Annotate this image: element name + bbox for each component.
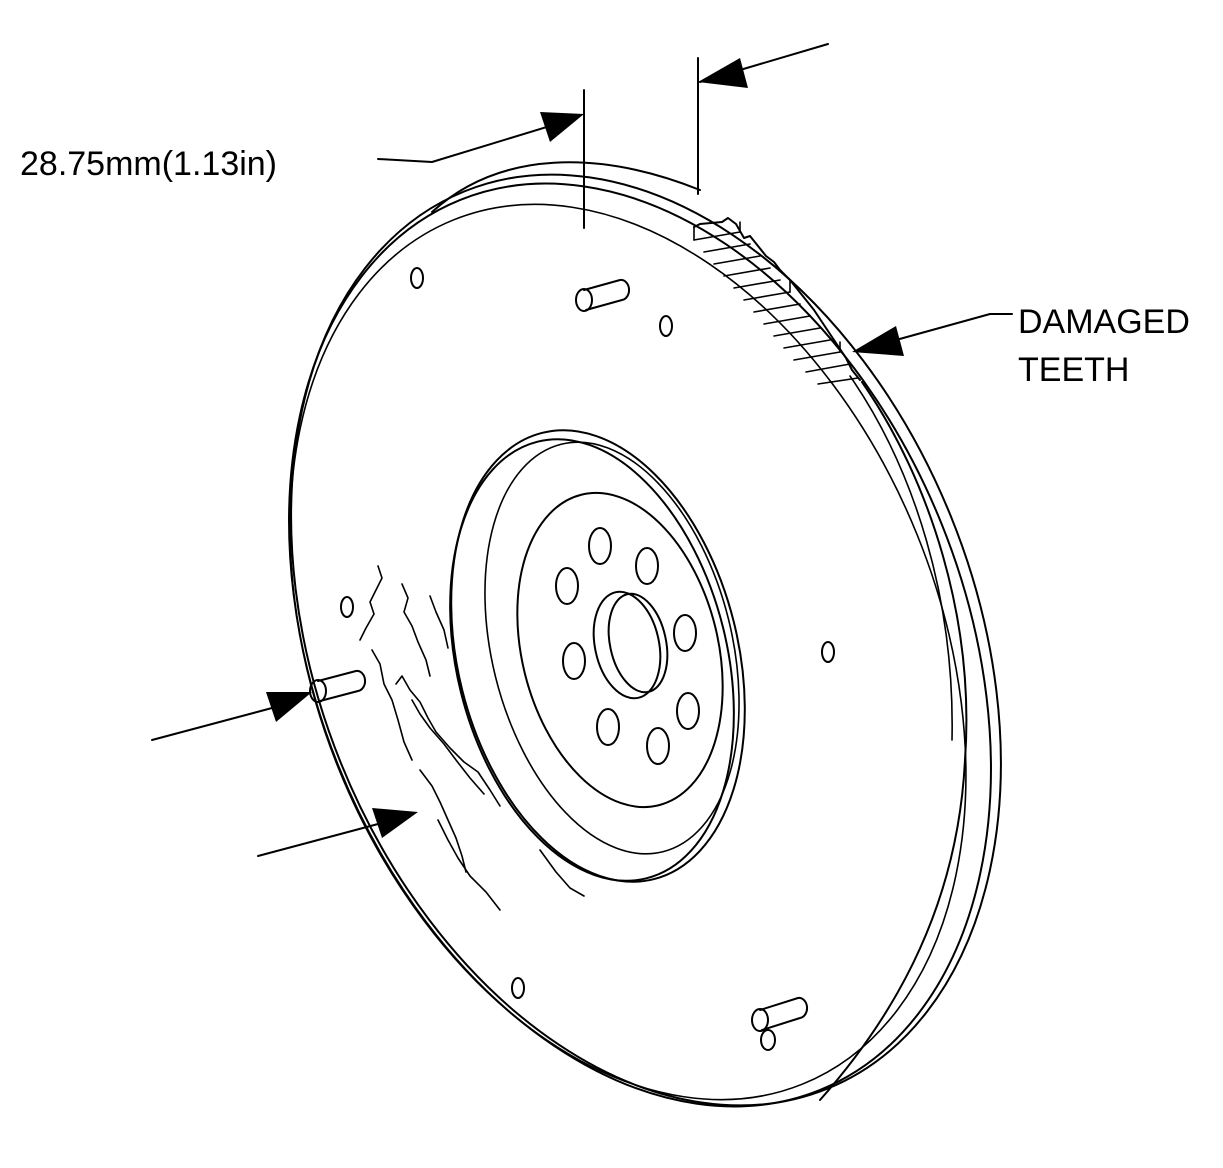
callout-line-1: DAMAGED xyxy=(1018,303,1190,341)
dowel-pin-left xyxy=(309,669,366,703)
mounting-holes xyxy=(340,267,835,999)
dimension-label: 28.75mm(1.13in) xyxy=(20,145,278,183)
crank-bolt-holes xyxy=(555,527,700,765)
dim-arrow-left xyxy=(540,112,584,142)
callout-line-2: TEETH xyxy=(1018,351,1130,389)
leader-lines xyxy=(151,313,1013,857)
dim-arrow-right xyxy=(698,58,748,88)
pin-arrow xyxy=(266,692,312,722)
crankshaft-hub xyxy=(516,491,724,809)
damaged-teeth-arrow xyxy=(852,326,904,356)
damaged-teeth-callout: DAMAGED TEETH xyxy=(1018,298,1190,394)
ring-gear-teeth xyxy=(693,217,861,385)
clutch-face-ring xyxy=(449,429,746,883)
damage-arrow xyxy=(372,808,418,838)
flywheel-outer-rim xyxy=(288,173,1002,1108)
flywheel-rim-edge xyxy=(431,161,968,1101)
surface-damage xyxy=(359,565,585,911)
dowel-pin-top xyxy=(575,278,630,312)
dowel-pin-bottom xyxy=(751,996,808,1051)
